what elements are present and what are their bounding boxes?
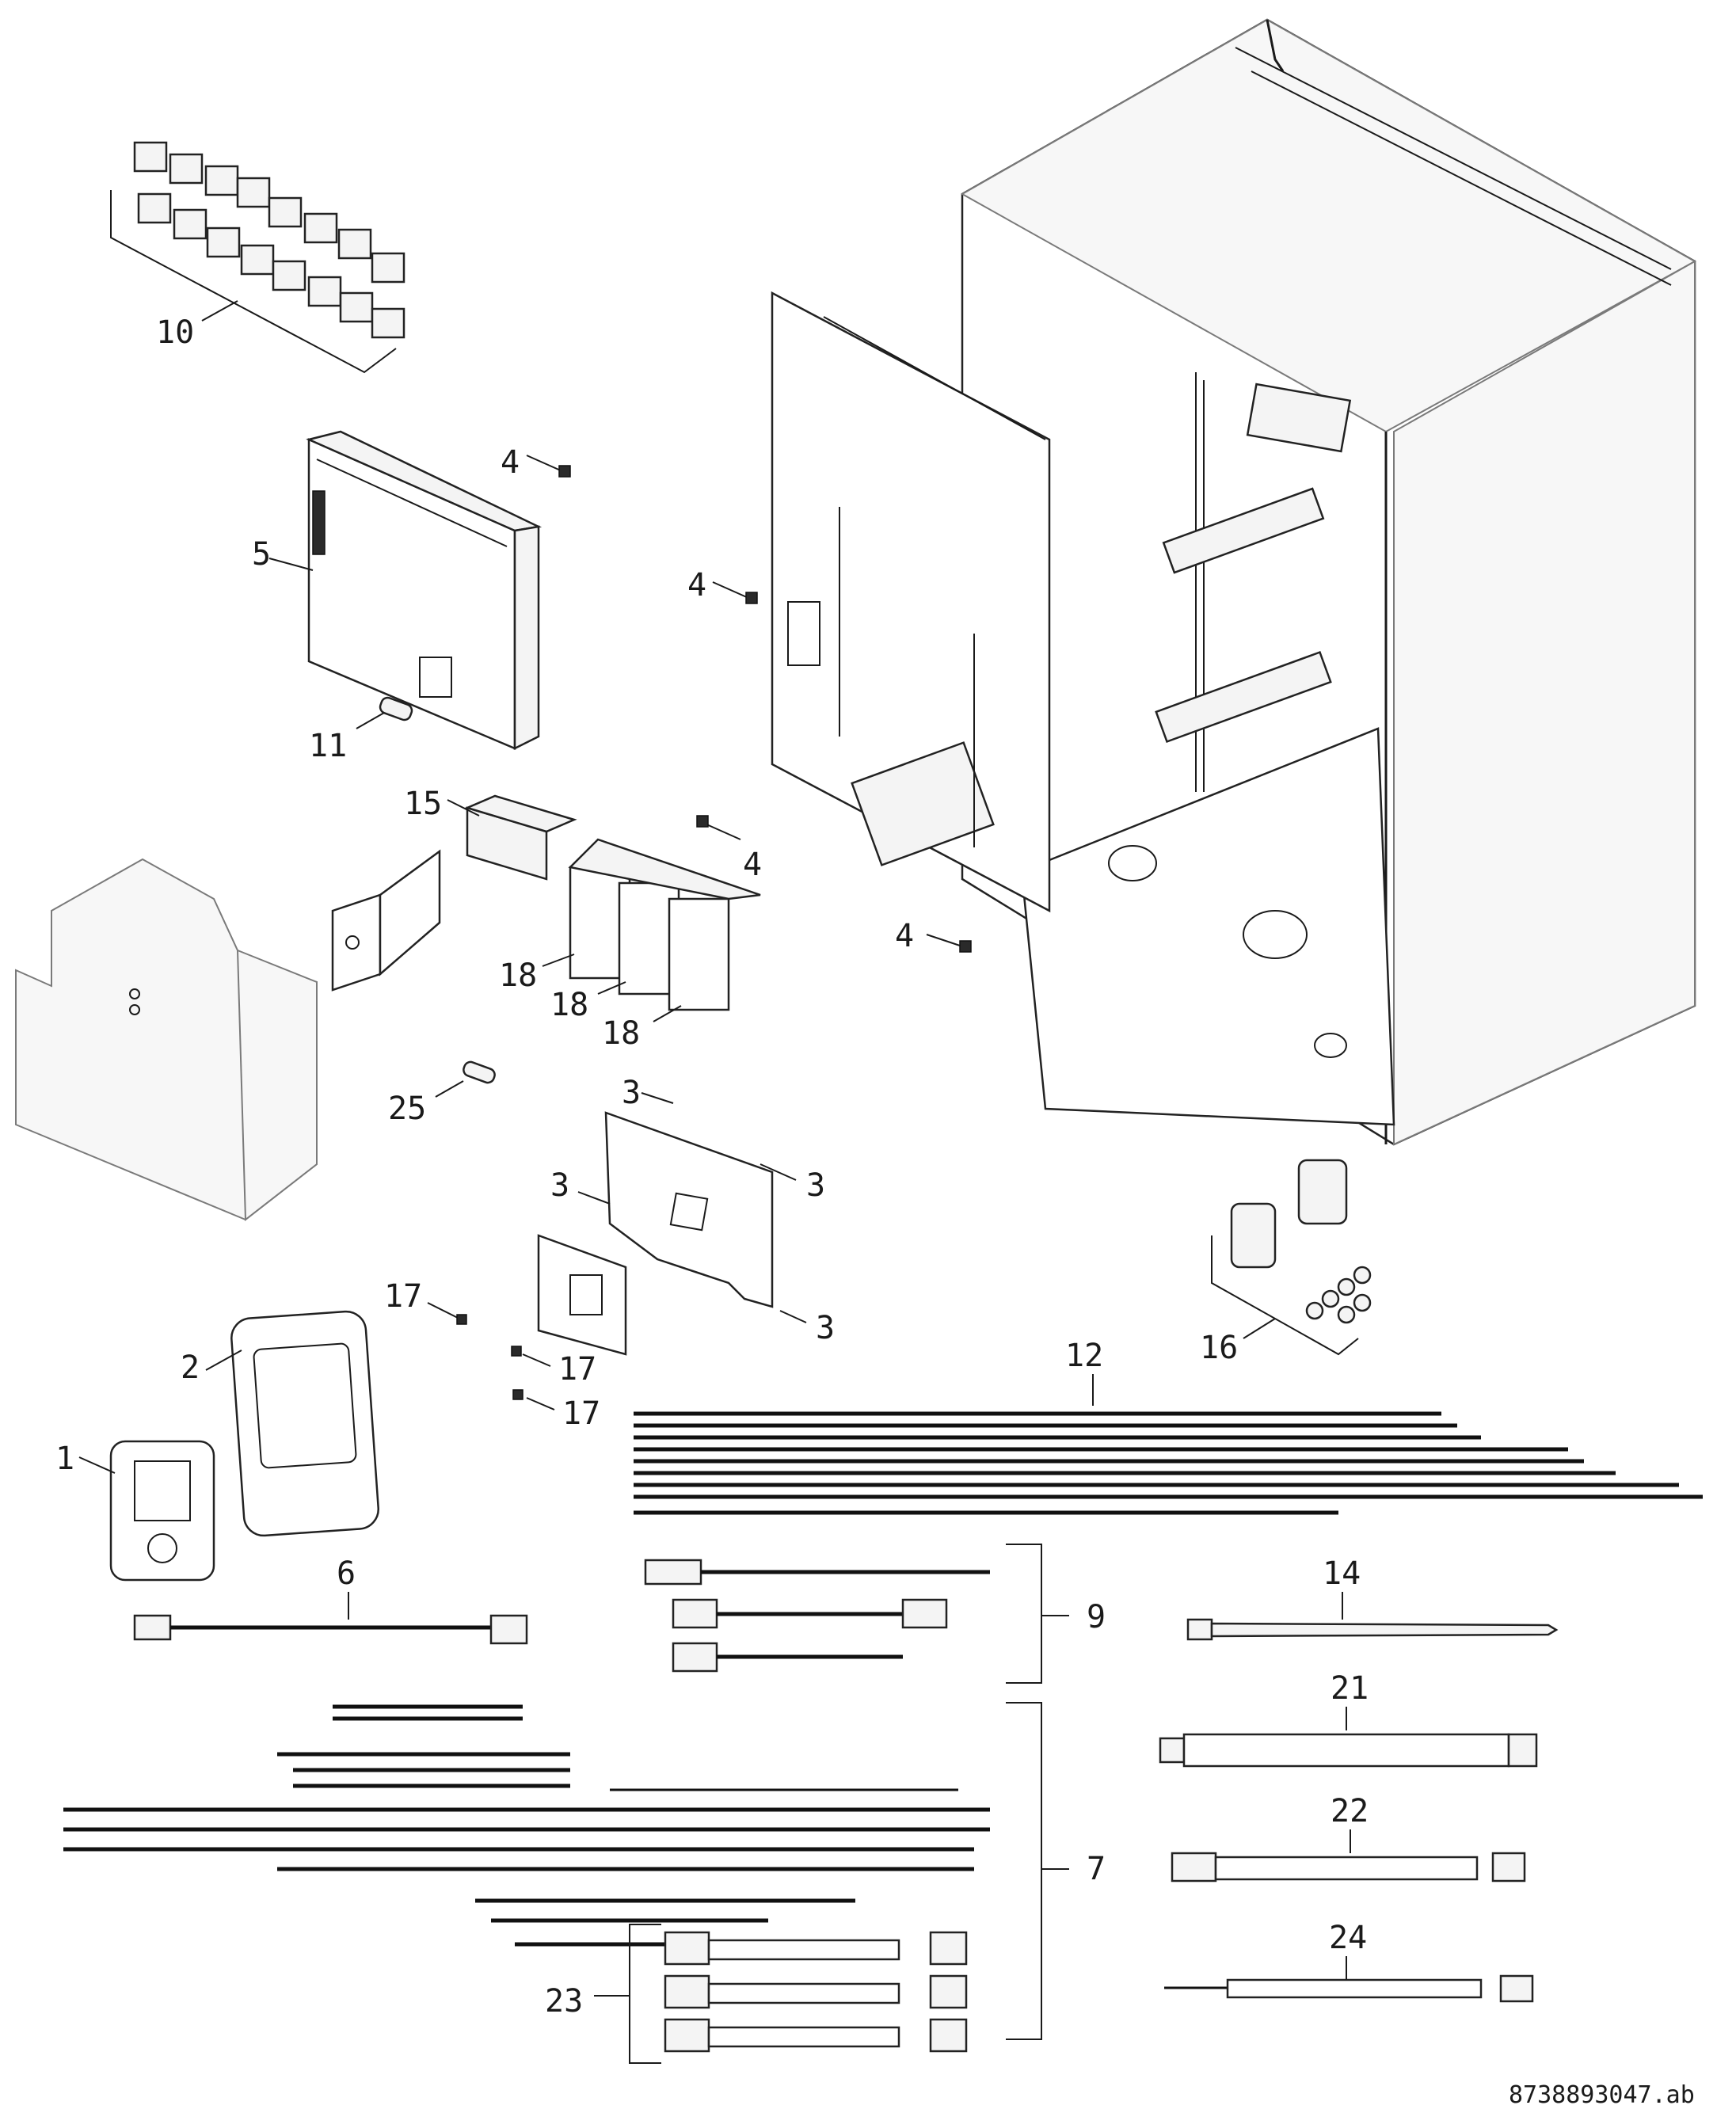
callout-24: 24 — [1329, 1920, 1367, 1956]
screw-4-a: 4 — [501, 444, 571, 481]
bracket-plate: 3 3 3 3 — [550, 1075, 835, 1346]
callout-6: 6 — [337, 1555, 356, 1592]
callout-21: 21 — [1331, 1670, 1369, 1707]
callout-2: 2 — [181, 1350, 200, 1386]
relay-15: 15 — [404, 786, 577, 881]
callout-4b: 4 — [687, 567, 706, 603]
contactors-18: 18 18 18 — [499, 838, 761, 1052]
cable-set-9: 9 — [644, 1544, 1106, 1684]
cable-set-23: 23 — [545, 1924, 968, 2064]
callout-12: 12 — [1065, 1338, 1103, 1374]
callout-7: 7 — [1087, 1851, 1106, 1887]
cabinet-housing — [960, 18, 1697, 1146]
callout-1: 1 — [55, 1441, 74, 1477]
callout-10: 10 — [156, 314, 194, 351]
control-unit: 5 — [252, 430, 542, 751]
connector-row-bottom — [137, 192, 405, 339]
document-code: 8738893047.ab — [1509, 2081, 1695, 2109]
callout-15: 15 — [404, 786, 442, 822]
screw-17-a: 17 — [384, 1278, 467, 1325]
callout-3b: 3 — [806, 1167, 825, 1204]
base-module — [537, 1234, 627, 1356]
wiring-harness-7: 7 — [63, 1702, 1106, 2040]
callout-16: 16 — [1200, 1330, 1238, 1366]
wall-frame-2: 2 — [181, 1310, 379, 1537]
screw-17-c: 17 — [512, 1389, 600, 1432]
cable-6: 6 — [133, 1555, 528, 1645]
callout-4d: 4 — [895, 918, 914, 954]
screw-17-b: 17 — [511, 1346, 596, 1388]
mounting-plate — [771, 291, 1051, 913]
callout-5: 5 — [252, 536, 271, 573]
screw-4-b: 4 — [687, 567, 758, 604]
callout-23: 23 — [545, 1983, 583, 2020]
cable-tie-14: 14 — [1186, 1555, 1559, 1641]
callout-9: 9 — [1087, 1599, 1106, 1635]
room-controller-1: 1 — [55, 1440, 215, 1582]
callout-22: 22 — [1331, 1793, 1369, 1829]
cover-panel — [15, 858, 318, 1221]
screw-4-c: 4 — [696, 815, 762, 883]
callout-18c: 18 — [602, 1015, 640, 1052]
callout-3d: 3 — [816, 1310, 835, 1346]
connector-row-top — [133, 141, 405, 284]
callout-4c: 4 — [743, 847, 762, 883]
callout-3c: 3 — [550, 1167, 569, 1204]
callout-17b: 17 — [558, 1351, 596, 1388]
fuse-25: 25 — [388, 1060, 496, 1127]
callout-18b: 18 — [550, 987, 588, 1023]
callout-14: 14 — [1323, 1555, 1361, 1592]
callout-11: 11 — [309, 728, 347, 764]
cable-22: 22 — [1171, 1793, 1526, 1882]
callout-25: 25 — [388, 1091, 426, 1127]
terminal-connectors: 10 — [110, 141, 405, 374]
callout-18a: 18 — [499, 957, 537, 994]
screw-4-d: 4 — [895, 918, 972, 954]
cable-24: 24 — [1164, 1920, 1534, 2003]
callout-17a: 17 — [384, 1278, 422, 1315]
fuse-11: 11 — [309, 696, 413, 764]
callout-17c: 17 — [562, 1395, 600, 1432]
small-bracket — [331, 849, 441, 992]
cable-glands-16: 16 — [1200, 1159, 1372, 1366]
cable-bundle-12: 12 — [634, 1338, 1703, 1515]
sensor-cable-21: 21 — [1159, 1670, 1538, 1768]
callout-3a: 3 — [622, 1075, 641, 1111]
callout-4a: 4 — [501, 444, 520, 481]
